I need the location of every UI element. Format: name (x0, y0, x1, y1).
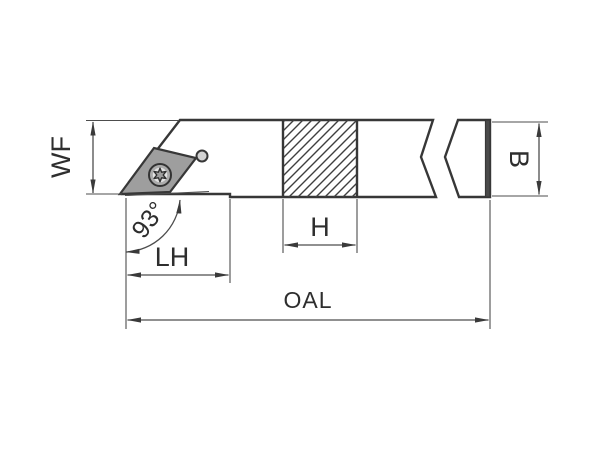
dimension-h: H (282, 199, 358, 253)
lh-label: LH (155, 242, 190, 272)
h-label: H (310, 212, 330, 242)
torx-screw-icon (148, 163, 172, 187)
insert-pin-hole (195, 149, 209, 163)
wf-label: WF (46, 136, 76, 178)
dimension-oal: OAL (125, 198, 491, 329)
tool-body (120, 118, 492, 199)
tool-body-right-piece (443, 118, 492, 199)
b-label: B (504, 150, 534, 168)
cutting-insert (117, 146, 209, 196)
angle-arc (125, 199, 182, 254)
angle-reference-line (124, 190, 210, 197)
oal-label: OAL (283, 287, 332, 313)
torx-star-glyph (153, 167, 167, 183)
hatch-section (281, 120, 359, 197)
shank-end-face (484, 119, 491, 198)
dimension-b: B (492, 121, 548, 197)
angle-label: 93° (126, 197, 171, 244)
dimension-wf: WF (46, 119, 179, 195)
